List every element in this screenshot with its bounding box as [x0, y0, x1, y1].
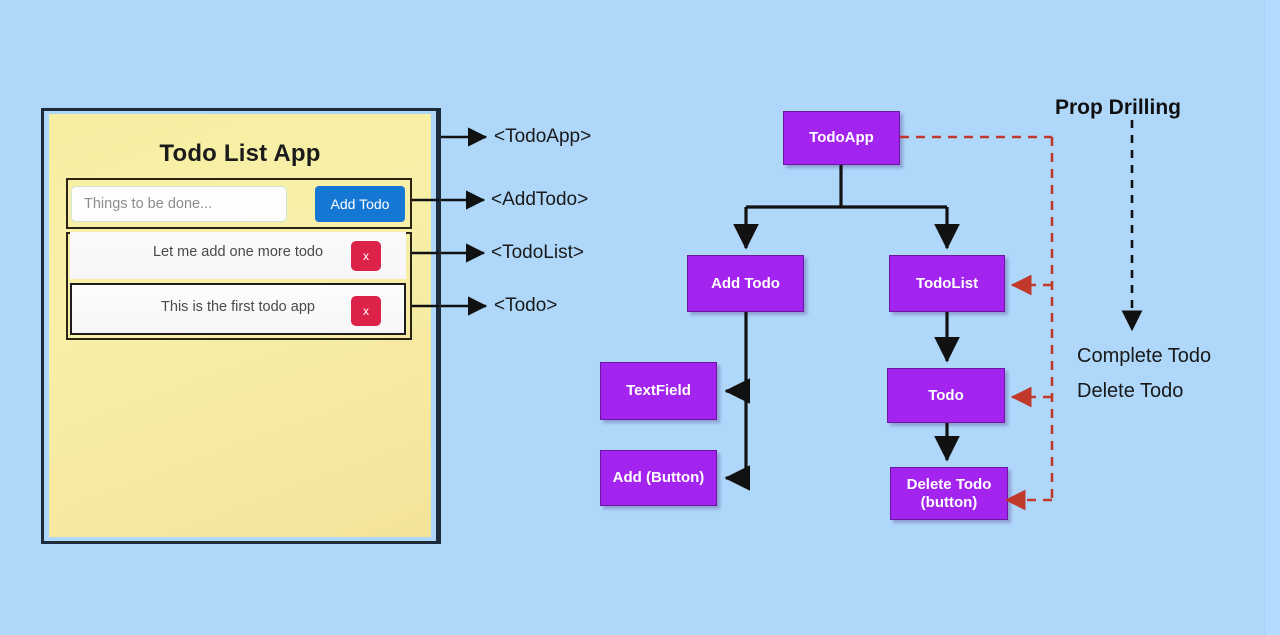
delete-todo-button[interactable]: x — [351, 241, 381, 271]
prop-drilling-item-delete-todo: Delete Todo — [1077, 380, 1184, 402]
tree-node-add-button[interactable]: Add (Button) — [600, 450, 717, 506]
tree-edges — [724, 165, 960, 491]
pointer-label-todolist: <TodoList> — [491, 242, 584, 263]
search-input[interactable] — [71, 186, 287, 222]
prop-drilling-item-complete-todo: Complete Todo — [1077, 345, 1212, 367]
tree-node-addtodo[interactable]: Add Todo — [687, 255, 804, 312]
todo-item-label: This is the first todo app — [161, 299, 315, 315]
canvas-right-edge — [1265, 0, 1280, 635]
list-item[interactable]: This is the first todo app x — [70, 283, 406, 335]
canvas-seam-line — [1264, 0, 1265, 635]
tree-node-delete-line2: (button) — [920, 493, 978, 511]
todo-item-label: Let me add one more todo — [152, 244, 324, 260]
pointer-label-todo: <Todo> — [494, 295, 558, 316]
page-title: Todo List App — [159, 140, 321, 167]
add-todo-button[interactable]: Add Todo — [315, 186, 405, 222]
pointer-label-todoapp: <TodoApp> — [494, 126, 592, 147]
list-item[interactable]: Let me add one more todo x — [70, 232, 406, 279]
delete-todo-button[interactable]: x — [351, 296, 381, 326]
prop-drilling-title: Prop Drilling — [1055, 96, 1181, 119]
add-todo-section-outline — [66, 178, 412, 229]
tree-node-todo[interactable]: Todo — [887, 368, 1005, 423]
tree-node-delete-todo-button[interactable]: Delete Todo (button) — [890, 467, 1008, 520]
tree-node-todolist[interactable]: TodoList — [889, 255, 1005, 312]
tree-node-todoapp[interactable]: TodoApp — [783, 111, 900, 165]
tree-node-textfield[interactable]: TextField — [600, 362, 717, 420]
tree-node-delete-line1: Delete Todo — [906, 475, 992, 493]
pointer-label-addtodo: <AddTodo> — [491, 189, 589, 210]
prop-drilling-arrows — [900, 135, 1054, 511]
